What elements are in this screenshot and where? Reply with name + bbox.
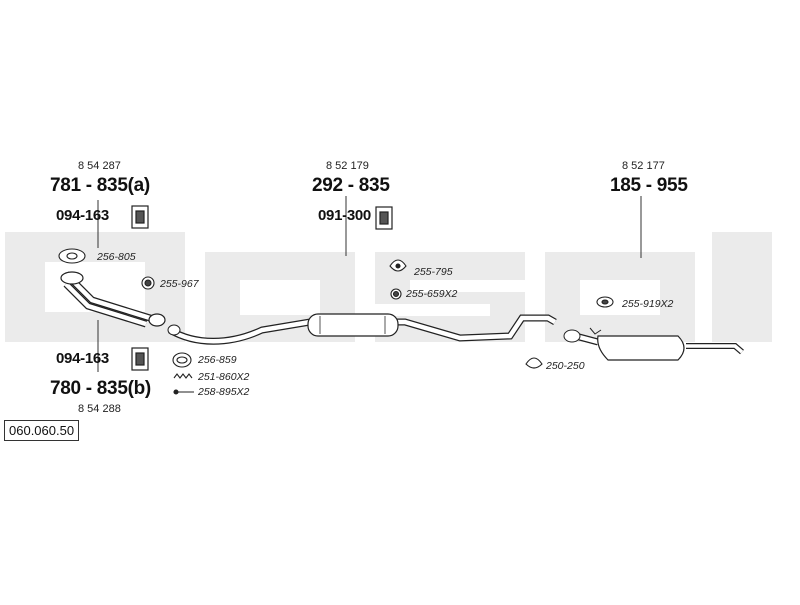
rear-section bbox=[563, 327, 744, 361]
middle-oe-number: 8 52 179 bbox=[326, 160, 369, 172]
flange-256-859-label: 256-859 bbox=[198, 354, 237, 366]
gasket-256-805-label: 256-805 bbox=[97, 251, 136, 263]
clamp-255-795-label: 255-795 bbox=[414, 266, 453, 278]
watermark-l bbox=[712, 232, 772, 342]
front-pipe bbox=[60, 271, 166, 328]
front-pipe-bottom-oe-number: 8 54 288 bbox=[78, 403, 121, 415]
front-pipe-bottom-part-number: 780 - 835(b) bbox=[50, 378, 151, 399]
middle-silencer bbox=[307, 313, 399, 337]
front-pipe-top-part-number: 781 - 835(a) bbox=[50, 175, 150, 196]
bolt-258-895-label: 258-895X2 bbox=[198, 386, 250, 398]
diagram-reference-number: 060.060.50 bbox=[4, 420, 80, 441]
middle-part-number: 292 - 835 bbox=[312, 175, 390, 196]
spring-251-860-label: 251-860X2 bbox=[198, 371, 250, 383]
clamp-icon bbox=[525, 357, 543, 369]
ring-255-919-label: 255-919X2 bbox=[622, 298, 674, 310]
rear-oe-number: 8 52 177 bbox=[622, 160, 665, 172]
rear-silencer bbox=[597, 335, 685, 361]
rear-part-number: 185 - 955 bbox=[610, 175, 688, 196]
middle-pipe bbox=[167, 313, 557, 345]
clamp-250-250-label: 250-250 bbox=[546, 360, 585, 372]
front-pipe-top-mount-number: 094-163 bbox=[56, 207, 109, 224]
front-pipe-top-oe-number: 8 54 287 bbox=[78, 160, 121, 172]
middle-mount-number: 091-300 bbox=[318, 207, 371, 224]
ring-255-659-label: 255-659X2 bbox=[406, 288, 458, 300]
spring-icon bbox=[173, 373, 193, 379]
front-pipe-bottom-mount-number: 094-163 bbox=[56, 350, 109, 367]
ring-255-967-label: 255-967 bbox=[160, 278, 199, 290]
